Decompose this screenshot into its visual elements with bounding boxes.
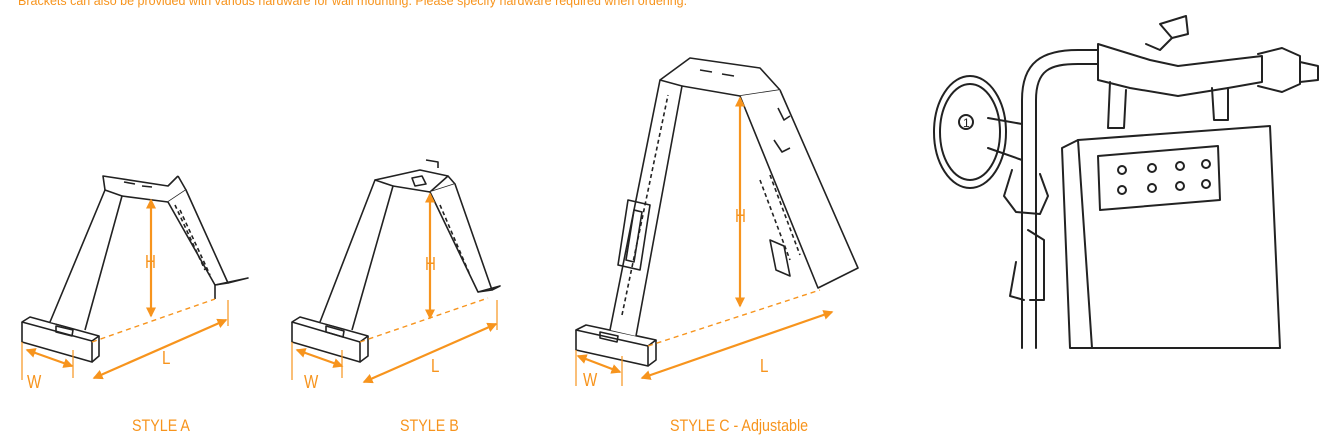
gas-meter-icon xyxy=(933,15,1319,349)
style-c-bracket-drawing xyxy=(575,57,859,367)
style-b-length-label: L xyxy=(431,356,440,376)
style-b-width-label: W xyxy=(304,372,319,392)
style-c-caption: STYLE C - Adjustable xyxy=(670,416,809,435)
style-b-dimensions xyxy=(291,192,498,384)
style-b-caption: STYLE B xyxy=(400,416,459,435)
style-a-bracket-drawing xyxy=(21,175,249,363)
style-b-bracket-drawing xyxy=(291,159,501,363)
style-a-length-label: L xyxy=(162,348,171,368)
style-a-width-label: W xyxy=(27,372,42,392)
style-b-height-label: H xyxy=(425,254,436,274)
hardware-notice: Brackets can also be provided with vario… xyxy=(18,0,688,8)
style-c-dimensions xyxy=(575,96,834,386)
style-a-caption: STYLE A xyxy=(132,416,190,435)
style-c-height-label: H xyxy=(735,206,746,226)
style-c-width-label: W xyxy=(583,370,598,390)
style-a-dimensions xyxy=(21,198,229,380)
style-c-length-label: L xyxy=(760,356,769,376)
meter-dial-number: 1 xyxy=(963,116,970,130)
style-a-height-label: H xyxy=(145,252,156,272)
